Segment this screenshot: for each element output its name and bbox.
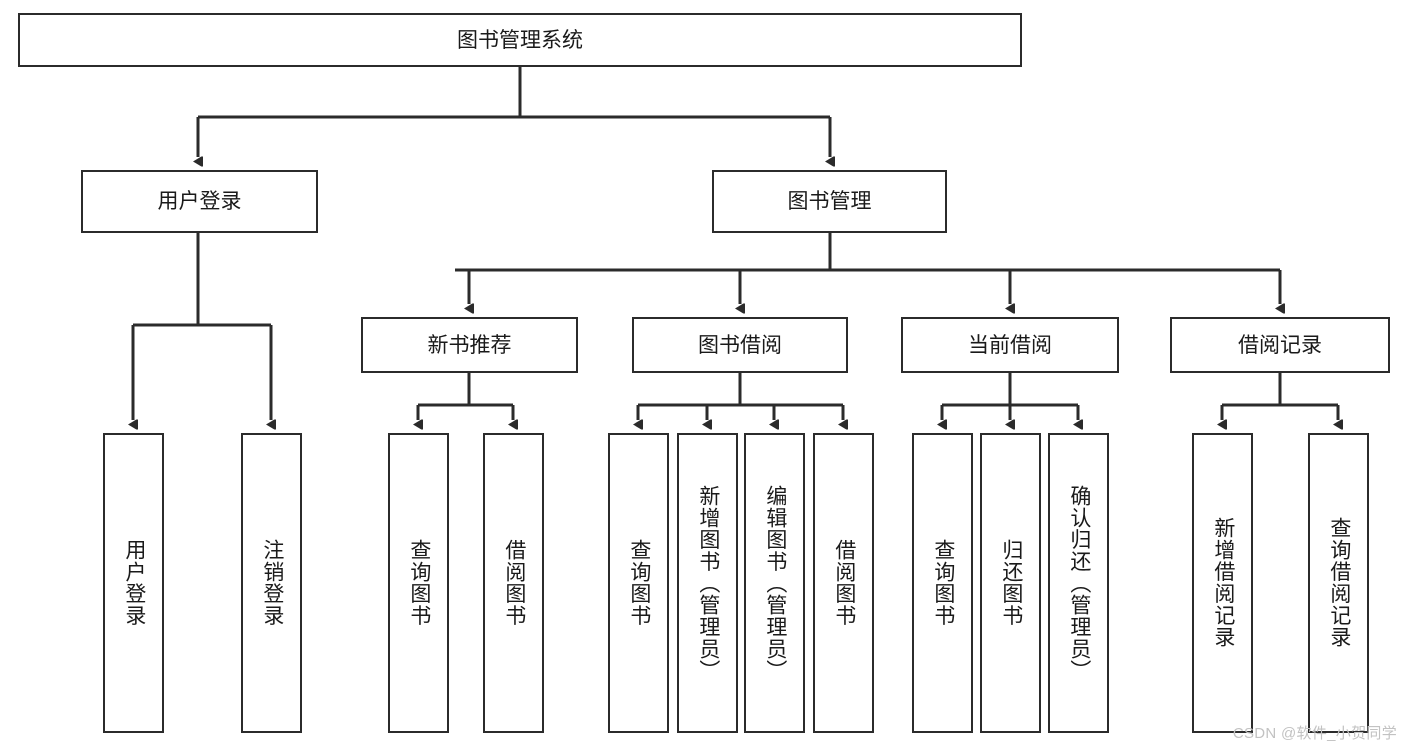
node-book-manage[interactable]: 图书管理 — [712, 170, 947, 233]
leaf-logout[interactable]: 注销登录 — [241, 433, 302, 733]
node-borrow-record-label: 借阅记录 — [1238, 333, 1322, 357]
leaf-query-book-2-label: 查询图书 — [627, 539, 651, 627]
leaf-query-record[interactable]: 查询借阅记录 — [1308, 433, 1369, 733]
leaf-query-book-1-label: 查询图书 — [407, 539, 431, 627]
leaf-return-book[interactable]: 归还图书 — [980, 433, 1041, 733]
leaf-logout-label: 注销登录 — [260, 539, 284, 627]
node-current-borrow-label: 当前借阅 — [968, 333, 1052, 357]
leaf-confirm-return-label: 确认归还（管理员） — [1067, 484, 1091, 682]
node-book-borrow-label: 图书借阅 — [698, 333, 782, 357]
leaf-return-book-label: 归还图书 — [999, 539, 1023, 627]
leaf-query-book-2[interactable]: 查询图书 — [608, 433, 669, 733]
leaf-add-record-label: 新增借阅记录 — [1211, 517, 1235, 649]
leaf-borrow-book-2[interactable]: 借阅图书 — [813, 433, 874, 733]
leaf-user-login[interactable]: 用户登录 — [103, 433, 164, 733]
node-root-label: 图书管理系统 — [457, 28, 583, 52]
node-borrow-record[interactable]: 借阅记录 — [1170, 317, 1390, 373]
leaf-user-login-label: 用户登录 — [122, 539, 146, 627]
leaf-edit-book-label: 编辑图书（管理员） — [763, 484, 787, 682]
node-new-book-rec[interactable]: 新书推荐 — [361, 317, 578, 373]
leaf-borrow-book-2-label: 借阅图书 — [832, 539, 856, 627]
leaf-add-book[interactable]: 新增图书（管理员） — [677, 433, 738, 733]
leaf-add-book-label: 新增图书（管理员） — [696, 484, 720, 682]
leaf-confirm-return[interactable]: 确认归还（管理员） — [1048, 433, 1109, 733]
node-new-book-rec-label: 新书推荐 — [427, 333, 512, 357]
node-user-login-label: 用户登录 — [157, 190, 242, 213]
node-user-login[interactable]: 用户登录 — [81, 170, 318, 233]
node-book-manage-label: 图书管理 — [787, 190, 872, 213]
leaf-query-record-label: 查询借阅记录 — [1327, 517, 1351, 649]
node-current-borrow[interactable]: 当前借阅 — [901, 317, 1119, 373]
leaf-query-book-3[interactable]: 查询图书 — [912, 433, 973, 733]
watermark-text: CSDN @软件_小贺同学 — [1232, 725, 1397, 742]
node-book-borrow[interactable]: 图书借阅 — [632, 317, 848, 373]
leaf-add-record[interactable]: 新增借阅记录 — [1192, 433, 1253, 733]
leaf-borrow-book-1-label: 借阅图书 — [502, 539, 526, 627]
leaf-edit-book[interactable]: 编辑图书（管理员） — [744, 433, 805, 733]
leaf-query-book-1[interactable]: 查询图书 — [388, 433, 449, 733]
leaf-borrow-book-1[interactable]: 借阅图书 — [483, 433, 544, 733]
node-root[interactable]: 图书管理系统 — [18, 13, 1022, 67]
leaf-query-book-3-label: 查询图书 — [931, 539, 955, 627]
